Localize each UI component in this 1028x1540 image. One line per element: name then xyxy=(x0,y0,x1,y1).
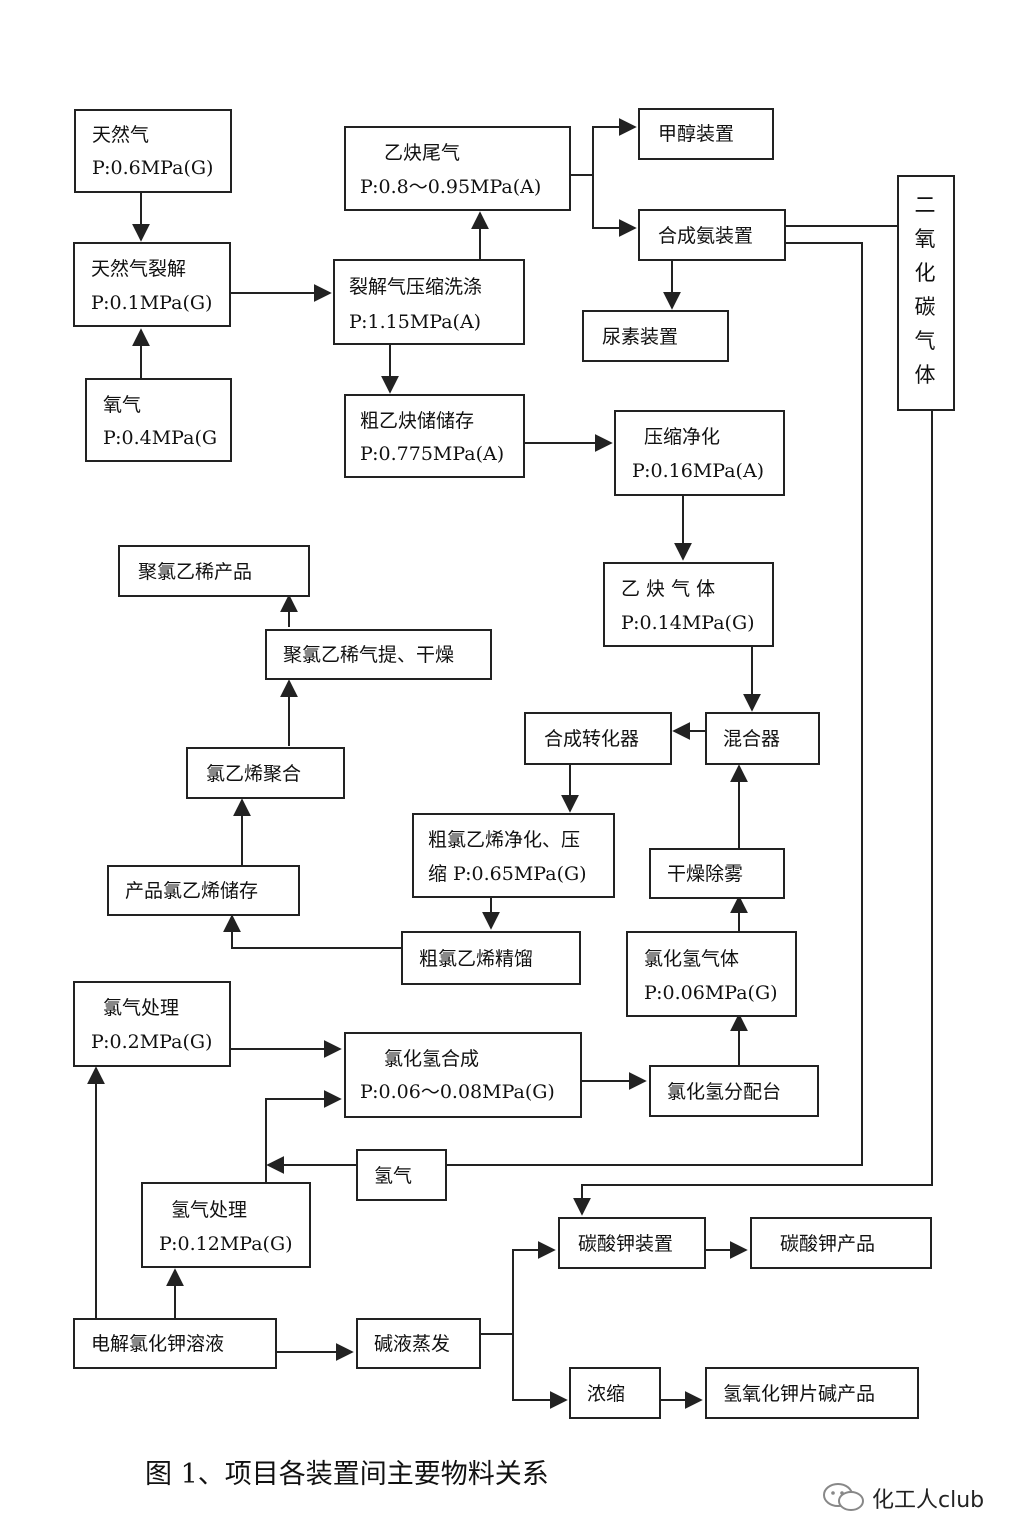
node-label: 粗氯乙烯净化、压 xyxy=(428,829,581,851)
node-cracked-gas-compress: 裂解气压缩洗涤 P:1.15MPa(A) xyxy=(333,259,525,345)
node-concentration: 浓缩 xyxy=(569,1367,661,1419)
arrow-rectify-to-product-storage xyxy=(223,914,402,949)
node-label: 碳酸钾装置 xyxy=(578,1233,674,1255)
co2-label-char: 气 xyxy=(914,329,936,353)
node-pressure: P:0.12MPa(G) xyxy=(159,1233,293,1255)
node-pressure: P:0.4MPa(G xyxy=(103,427,218,449)
co2-label: 二氧化碳气体 xyxy=(905,188,945,392)
node-natural-gas: 天然气 P:0.6MPa(G) xyxy=(74,109,232,193)
node-oxygen: 氧气 P:0.4MPa(G xyxy=(85,378,232,462)
arrow-co2-to-k2co3 xyxy=(573,410,933,1216)
node-label: 氯化氢分配台 xyxy=(667,1081,782,1103)
node-hydrogen: 氢气 xyxy=(356,1149,447,1201)
node-k2co3-product: 碳酸钾产品 xyxy=(750,1217,932,1269)
node-dry-demist: 干燥除雾 xyxy=(649,848,785,899)
node-pressure: P:0.06MPa(G) xyxy=(644,982,778,1004)
wechat-icon xyxy=(823,1483,864,1511)
node-pvc-product: 聚氯乙稀产品 xyxy=(118,545,310,597)
node-label: 合成氨装置 xyxy=(658,225,754,247)
watermark: 化工人club xyxy=(820,1480,1000,1514)
node-pressure: 缩 P:0.65MPa(G) xyxy=(428,863,587,885)
node-label: 聚氯乙稀产品 xyxy=(138,561,253,583)
node-pressure: P:0.06～0.08MPa(G) xyxy=(360,1081,555,1103)
node-label: 裂解气压缩洗涤 xyxy=(349,276,483,298)
node-crude-vcm-purify: 粗氯乙烯净化、压 缩 P:0.65MPa(G) xyxy=(412,813,615,898)
node-acetylene-gas: 乙 炔 气 体 P:0.14MPa(G) xyxy=(603,562,774,647)
node-synthesis-converter: 合成转化器 xyxy=(524,712,672,765)
node-label: 乙炔尾气 xyxy=(384,142,461,164)
node-gas-cracking: 天然气裂解 P:0.1MPa(G) xyxy=(73,242,231,327)
node-label: 氯乙烯聚合 xyxy=(206,763,302,785)
node-label: 干燥除雾 xyxy=(667,863,744,885)
watermark-text: 化工人club xyxy=(872,1488,985,1513)
co2-label-char: 氧 xyxy=(914,227,936,251)
node-label: 氢氧化钾片碱产品 xyxy=(723,1383,876,1405)
node-label: 混合器 xyxy=(723,728,781,750)
node-vcm-polymerization: 氯乙烯聚合 xyxy=(186,747,345,799)
node-kcl-electrolysis: 电解氯化钾溶液 xyxy=(73,1318,277,1369)
node-label: 电解氯化钾溶液 xyxy=(91,1333,225,1355)
node-product-vcm-storage: 产品氯乙烯储存 xyxy=(107,865,300,916)
node-label: 氯化氢气体 xyxy=(644,948,740,970)
node-label: 氯化氢合成 xyxy=(384,1048,480,1070)
node-label: 聚氯乙稀气提、干燥 xyxy=(283,644,455,666)
node-k2co3-unit: 碳酸钾装置 xyxy=(558,1217,706,1269)
node-label: 乙 炔 气 体 xyxy=(621,578,716,600)
node-label: 碱液蒸发 xyxy=(374,1333,451,1355)
node-pressure: P:1.15MPa(A) xyxy=(349,311,482,333)
arrow-evaporation-to-k2co3 xyxy=(480,1241,556,1335)
co2-label-char: 体 xyxy=(914,363,936,387)
node-koh-flake-product: 氢氧化钾片碱产品 xyxy=(705,1367,919,1419)
node-label: 氧气 xyxy=(103,394,142,416)
node-pressure: P:0.8～0.95MPa(A) xyxy=(360,176,542,198)
node-alkali-evaporation: 碱液蒸发 xyxy=(356,1318,481,1369)
arrow-ammonia-hydrogen-return xyxy=(447,242,863,1166)
node-compress-purify: 压缩净化 P:0.16MPa(A) xyxy=(614,410,785,496)
figure-caption: 图 1、项目各装置间主要物料关系 xyxy=(145,1459,549,1490)
node-label: 产品氯乙烯储存 xyxy=(125,880,259,902)
node-methanol-unit: 甲醇装置 xyxy=(638,108,774,160)
node-pvc-stripping: 聚氯乙稀气提、干燥 xyxy=(265,629,492,680)
co2-label-char: 化 xyxy=(914,261,936,285)
node-label: 氯气处理 xyxy=(103,997,180,1019)
node-pressure: P:0.2MPa(G) xyxy=(91,1031,213,1053)
node-label: 甲醇装置 xyxy=(658,123,735,145)
node-label: 氢气 xyxy=(374,1165,413,1187)
node-label: 粗乙炔储储存 xyxy=(360,410,475,432)
node-hcl-distribution: 氯化氢分配台 xyxy=(649,1065,819,1117)
node-pressure: P:0.14MPa(G) xyxy=(621,612,755,634)
node-label: 浓缩 xyxy=(587,1383,626,1405)
node-label: 碳酸钾产品 xyxy=(780,1233,876,1255)
node-pressure: P:0.775MPa(A) xyxy=(360,443,505,465)
node-label: 天然气 xyxy=(92,124,150,146)
node-pressure: P:0.6MPa(G) xyxy=(92,157,214,179)
node-chlorine-treatment: 氯气处理 P:0.2MPa(G) xyxy=(73,981,231,1067)
node-label: 粗氯乙烯精馏 xyxy=(419,948,534,970)
node-label: 天然气裂解 xyxy=(91,258,187,280)
node-urea-unit: 尿素装置 xyxy=(582,310,729,362)
node-mixer: 混合器 xyxy=(705,712,820,765)
node-label: 合成转化器 xyxy=(544,728,640,750)
co2-label-char: 二 xyxy=(914,193,936,217)
arrow-evaporation-to-concentration xyxy=(512,1334,568,1409)
node-hcl-synthesis: 氯化氢合成 P:0.06～0.08MPa(G) xyxy=(344,1032,582,1118)
node-pressure: P:0.16MPa(A) xyxy=(632,460,765,482)
arrow-tail-gas-to-ammonia xyxy=(592,175,637,237)
node-crude-vcm-rectify: 粗氯乙烯精馏 xyxy=(401,931,581,985)
node-hydrogen-treatment: 氢气处理 P:0.12MPa(G) xyxy=(141,1182,311,1268)
arrow-hydrogen-treatment-to-synthesis xyxy=(265,1090,342,1182)
arrow-tail-gas-to-methanol xyxy=(570,118,637,176)
node-label: 压缩净化 xyxy=(644,426,721,448)
co2-label-char: 碳 xyxy=(914,295,936,319)
node-pressure: P:0.1MPa(G) xyxy=(91,292,213,314)
node-label: 尿素装置 xyxy=(602,326,679,348)
node-co2-gas xyxy=(897,175,955,411)
node-ammonia-unit: 合成氨装置 xyxy=(638,209,786,261)
node-crude-acetylene-storage: 粗乙炔储储存 P:0.775MPa(A) xyxy=(344,394,525,478)
node-label: 氢气处理 xyxy=(171,1199,248,1221)
node-acetylene-tail-gas: 乙炔尾气 P:0.8～0.95MPa(A) xyxy=(344,126,571,211)
node-hcl-gas: 氯化氢气体 P:0.06MPa(G) xyxy=(626,931,797,1017)
